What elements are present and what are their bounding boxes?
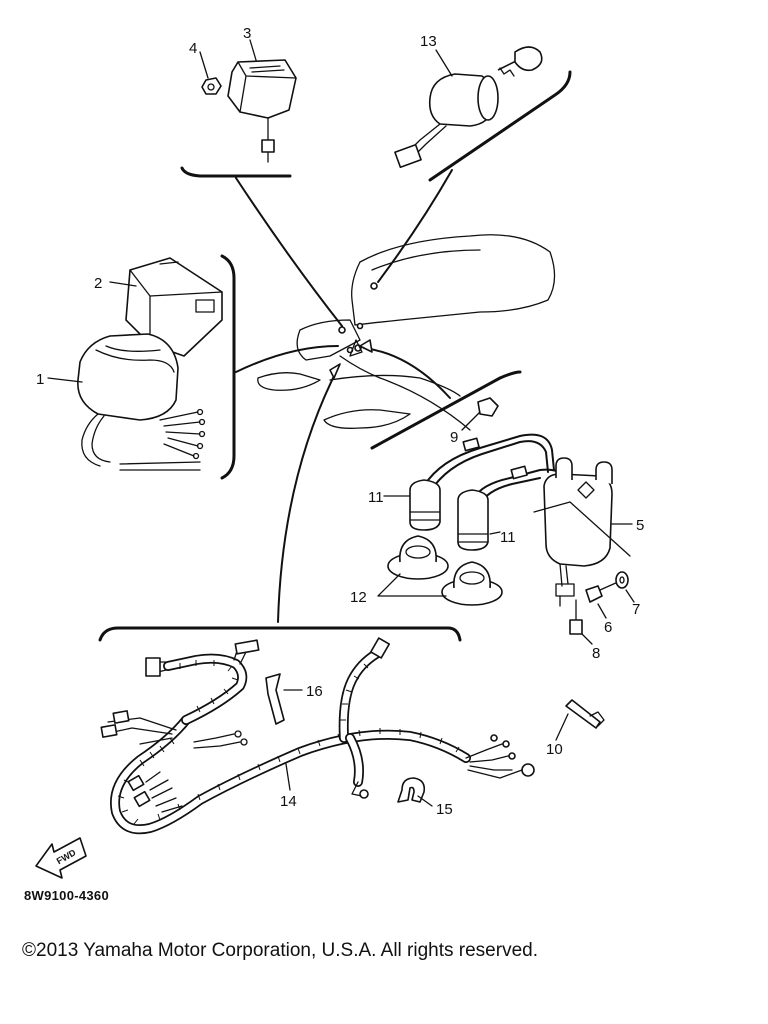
leader-10 <box>555 713 569 741</box>
bracket-bottom <box>98 626 462 642</box>
fender-left <box>257 372 321 391</box>
leader-13 <box>435 49 453 77</box>
callout-16: 16 <box>306 683 323 700</box>
connector-lines <box>235 169 453 623</box>
part-11-plug-caps <box>409 433 567 551</box>
forward-arrow-icon: FWD <box>35 837 87 879</box>
leader-7 <box>625 589 635 603</box>
part-14-wire-harness <box>100 637 535 835</box>
callout-4: 4 <box>189 40 197 57</box>
seat-outline <box>354 234 556 326</box>
callout-2: 2 <box>94 275 102 292</box>
callout-6: 6 <box>604 619 612 636</box>
bracket-left <box>220 254 236 480</box>
callout-13: 13 <box>420 33 437 50</box>
leader-8 <box>581 633 593 645</box>
bracket-right <box>370 370 522 450</box>
leader-2 <box>109 281 137 287</box>
part-2-unit <box>125 257 223 357</box>
part-7-washer <box>615 571 629 589</box>
callout-7: 7 <box>632 601 640 618</box>
part-13-main-switch <box>394 46 543 169</box>
callout-11a: 11 <box>368 489 384 506</box>
diagram-reference-code: 8W9100-4360 <box>24 888 109 903</box>
part-8-connector <box>569 599 583 635</box>
line-bottom <box>277 371 337 623</box>
leader-9 <box>461 411 481 431</box>
leader-12 <box>377 573 447 597</box>
part-5-ignition-coil <box>543 457 613 607</box>
copyright-notice: ©2013 Yamaha Motor Corporation, U.S.A. A… <box>22 940 538 961</box>
bracket-top-right <box>428 70 572 182</box>
line-right <box>363 347 451 399</box>
vehicle-frame <box>257 234 556 431</box>
leader-6 <box>597 603 607 619</box>
callout-5: 5 <box>636 517 644 534</box>
callout-15: 15 <box>436 801 453 818</box>
leader-4 <box>199 51 209 79</box>
callout-8: 8 <box>592 645 600 662</box>
part-12-grommets <box>387 535 503 606</box>
part-6-bolt <box>585 581 619 603</box>
leader-15 <box>417 795 433 807</box>
part-16-clip <box>265 673 285 725</box>
part-3-relay <box>227 59 297 163</box>
right-group: 9 11 11 <box>350 370 644 662</box>
callout-10: 10 <box>546 741 563 758</box>
callout-1: 1 <box>36 371 44 388</box>
callout-9: 9 <box>450 429 458 446</box>
leader-11b <box>489 531 501 535</box>
callout-14: 14 <box>280 793 297 810</box>
top-left-group: 4 3 <box>180 25 297 178</box>
part-10-band <box>565 699 605 729</box>
part-1-cdi <box>77 333 206 471</box>
leader-5 <box>533 501 631 557</box>
bracket-top-left <box>180 166 292 178</box>
leader-3 <box>249 39 257 61</box>
line-top-left <box>235 177 343 327</box>
leader-14 <box>285 763 291 791</box>
callout-3: 3 <box>243 25 251 42</box>
line-left <box>235 345 339 373</box>
fender-right <box>323 409 411 429</box>
left-group: 2 1 <box>36 254 236 480</box>
top-right-group: 13 <box>394 33 572 182</box>
line-top-right <box>377 169 453 283</box>
callout-11b: 11 <box>500 529 516 546</box>
callout-12: 12 <box>350 589 367 606</box>
part-9-cap <box>477 397 499 417</box>
leader-1 <box>47 377 83 383</box>
part-4-nut <box>201 77 222 95</box>
bottom-group: 14 16 15 10 <box>98 626 605 835</box>
